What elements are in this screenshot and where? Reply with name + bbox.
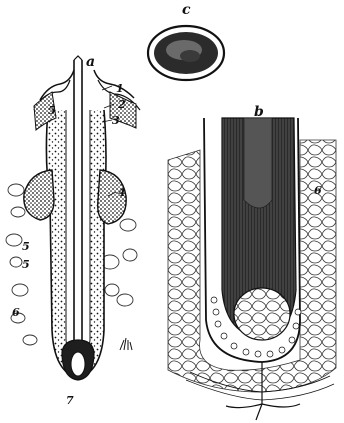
label-4: 4 (118, 186, 126, 199)
panel-b-label: b (254, 104, 264, 120)
label-5a: 5 (22, 258, 30, 271)
label-5b: 5 (22, 240, 30, 253)
panel-c-label: c (182, 2, 191, 18)
label-3: 3 (112, 114, 120, 127)
panel-b-follicle-bulb (168, 118, 336, 420)
label-5-top: 5 (48, 104, 56, 117)
label-6b: 6 (314, 184, 322, 197)
label-6a: 6 (12, 306, 20, 319)
panel-a-label: a (86, 54, 95, 70)
label-2: 2 (117, 98, 126, 111)
label-1: 1 (116, 82, 124, 95)
panel-c-cross-section (148, 26, 224, 80)
label-7: 7 (66, 394, 74, 407)
